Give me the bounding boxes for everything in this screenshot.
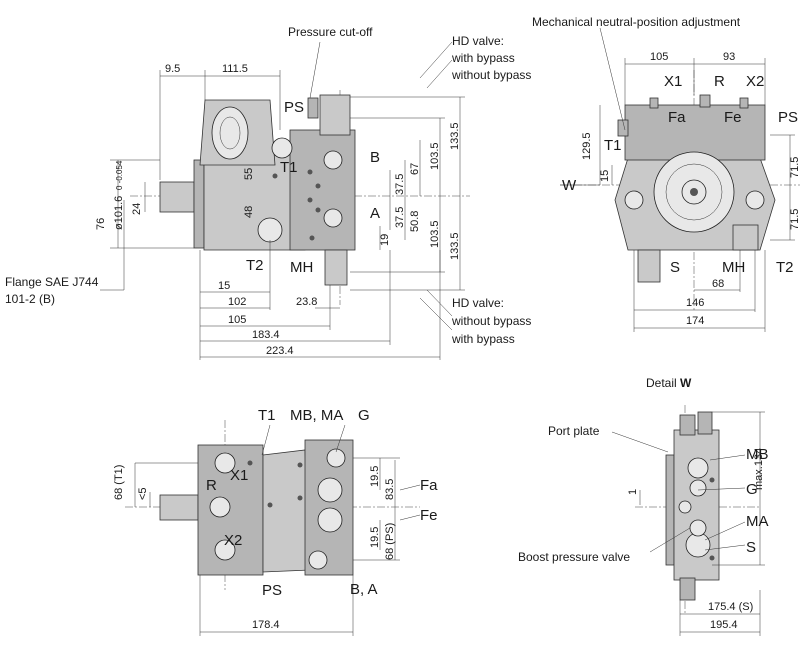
dim-48: 48 — [243, 206, 255, 218]
side-port-mh: MH — [290, 259, 313, 276]
dim-9-5: 9.5 — [165, 63, 180, 75]
bottom-port-r: R — [206, 477, 217, 494]
front-port-s: S — [670, 259, 680, 276]
front-port-ps: PS — [778, 109, 798, 126]
front-port-fa: Fa — [668, 109, 686, 126]
dim-111-5: 111.5 — [222, 63, 248, 75]
without-bypass-bottom-label: without bypass — [451, 314, 531, 328]
dim-183-4: 183.4 — [252, 329, 280, 341]
bottom-port-ps: PS — [262, 582, 282, 599]
bottom-dim-68-ps: 68 (PS) — [384, 523, 396, 560]
front-dim-93: 93 — [723, 51, 735, 63]
bottom-dim-19-5a: 19.5 — [369, 466, 381, 487]
with-bypass-top-label: with bypass — [451, 51, 515, 65]
side-port-a: A — [370, 205, 380, 222]
front-dim-68: 68 — [712, 278, 724, 290]
dim-19: 19 — [379, 234, 391, 246]
dim-103-5b: 103.5 — [429, 220, 441, 248]
side-port-ps: PS — [284, 99, 304, 116]
pressure-cutoff-label: Pressure cut-off — [288, 25, 373, 39]
bottom-view — [125, 420, 421, 636]
dim-133-5b: 133.5 — [449, 232, 461, 260]
bottom-port-fe: Fe — [420, 507, 438, 524]
front-dim-71-5a: 71.5 — [789, 157, 801, 178]
front-dim-146: 146 — [686, 297, 704, 309]
flange-label-line2: 101-2 (B) — [5, 292, 55, 306]
front-dim-71-5b: 71.5 — [789, 209, 801, 230]
bottom-dim-83-5: 83.5 — [384, 479, 396, 500]
front-dim-129-5: 129.5 — [581, 132, 593, 160]
side-port-t2: T2 — [246, 257, 264, 274]
bottom-dim-lt5: <5 — [137, 487, 149, 500]
detail-dim-max134: max.134 — [753, 448, 765, 490]
hd-valve-top-label: HD valve: — [452, 34, 504, 48]
side-port-b: B — [370, 149, 380, 166]
bottom-dim-178-4: 178.4 — [252, 619, 280, 631]
dim-102: 102 — [228, 296, 246, 308]
front-port-t2: T2 — [776, 259, 794, 276]
with-bypass-bottom-label: with bypass — [451, 332, 515, 346]
front-port-mh: MH — [722, 259, 745, 276]
dim-105: 105 — [228, 314, 246, 326]
detail-port-g: G — [746, 481, 758, 498]
side-port-t1: T1 — [280, 159, 298, 176]
dim-133-5a: 133.5 — [449, 122, 461, 150]
mech-neutral-label: Mechanical neutral-position adjustment — [532, 15, 741, 29]
bottom-port-mb-ma: MB, MA — [290, 407, 343, 424]
front-dim-174: 174 — [686, 315, 704, 327]
bottom-port-fa: Fa — [420, 477, 438, 494]
dim-103-5a: 103.5 — [429, 142, 441, 170]
detail-w-title: Detail W — [646, 376, 692, 390]
bottom-port-t1: T1 — [258, 407, 276, 424]
dim-50-8: 50.8 — [409, 211, 421, 232]
dim-37-5b: 37.5 — [394, 207, 406, 228]
detail-w-view — [611, 405, 765, 636]
dim-23-8: 23.8 — [296, 296, 317, 308]
dim-24: 24 — [131, 203, 143, 215]
front-port-t1: T1 — [604, 137, 622, 154]
front-port-r: R — [714, 73, 725, 90]
detail-port-mb: MB — [746, 446, 769, 463]
dim-55: 55 — [243, 168, 255, 180]
front-dim-105: 105 — [650, 51, 668, 63]
bottom-port-x2: X2 — [224, 532, 242, 549]
dim-223-4: 223.4 — [266, 345, 294, 357]
bottom-port-g: G — [358, 407, 370, 424]
without-bypass-top-label: without bypass — [451, 68, 531, 82]
detail-dim-195-4: 195.4 — [710, 619, 738, 631]
flange-label-line1: Flange SAE J744 — [5, 275, 99, 289]
side-view — [100, 41, 470, 360]
dim-37-5a: 37.5 — [394, 174, 406, 195]
dim-67: 67 — [409, 163, 421, 175]
detail-port-ma: MA — [746, 513, 769, 530]
front-port-fe: Fe — [724, 109, 742, 126]
detail-dim-175-4: 175.4 (S) — [708, 601, 753, 613]
dim-15: 15 — [218, 280, 230, 292]
detail-dim-1: 1 — [627, 489, 639, 495]
dim-101-6-tol: 0 -0.054 — [115, 160, 124, 190]
bottom-dim-68-t1: 68 (T1) — [113, 465, 125, 500]
boost-valve-label: Boost pressure valve — [518, 550, 630, 564]
bottom-port-ba: B, A — [350, 581, 378, 598]
detail-port-s: S — [746, 539, 756, 556]
bottom-dim-19-5b: 19.5 — [369, 527, 381, 548]
front-port-w: W — [562, 177, 577, 194]
front-dim-15: 15 — [599, 170, 611, 182]
front-port-x1: X1 — [664, 73, 682, 90]
dim-101-6: ø101.6 — [113, 196, 125, 230]
bottom-port-x1: X1 — [230, 467, 248, 484]
front-view — [560, 27, 800, 332]
hd-valve-bottom-label: HD valve: — [452, 296, 504, 310]
dim-76: 76 — [95, 218, 107, 230]
port-plate-label: Port plate — [548, 424, 600, 438]
front-port-x2: X2 — [746, 73, 764, 90]
